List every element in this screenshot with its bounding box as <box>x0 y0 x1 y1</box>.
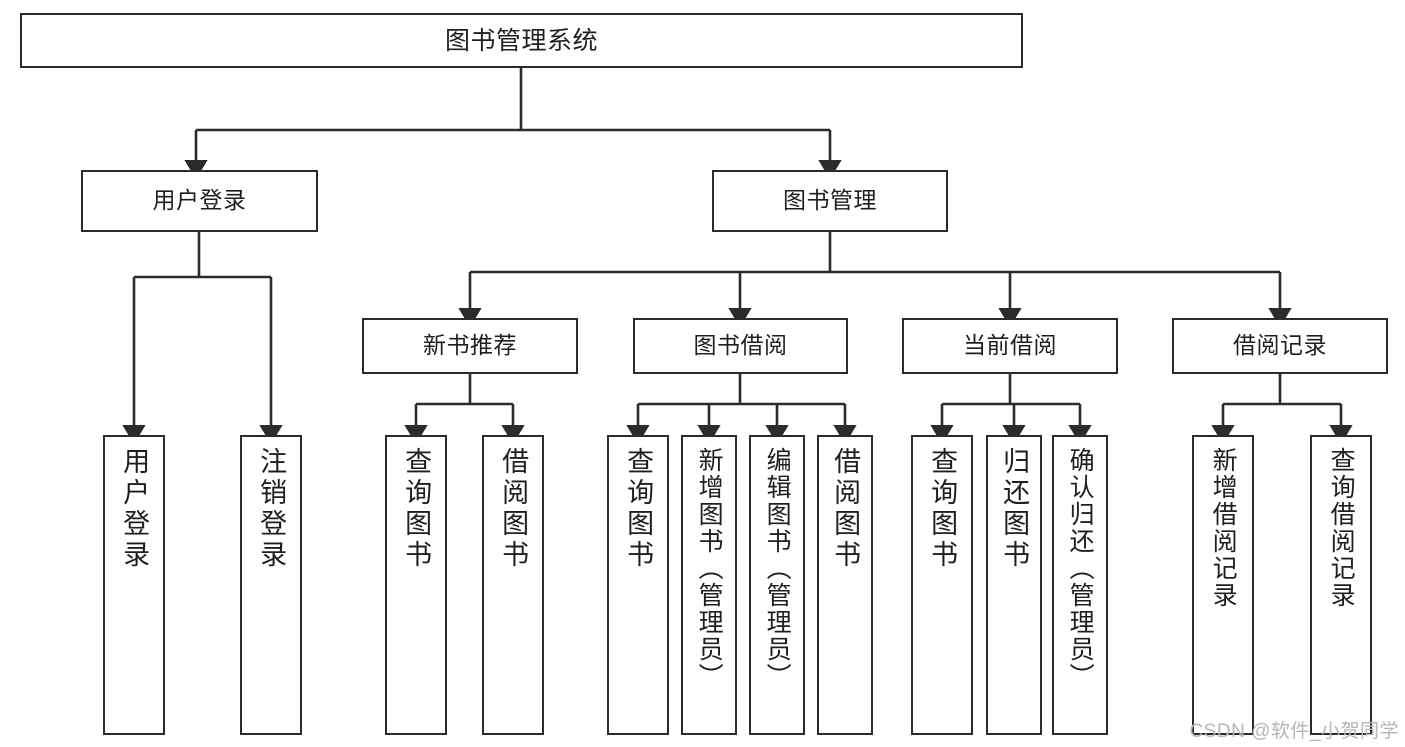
node-label-leaf-add-record: 新增借阅记录 <box>1209 447 1238 609</box>
node-leaf-borrow-book-2[interactable]: 借阅图书 <box>817 435 873 735</box>
node-leaf-query-book-3[interactable]: 查询图书 <box>911 435 973 735</box>
node-label-leaf-query-book-3: 查询图书 <box>927 447 958 571</box>
node-label-book-manage: 图书管理 <box>783 187 877 214</box>
node-leaf-edit-book-admin[interactable]: 编辑图书（管理员） <box>749 435 805 735</box>
node-label-leaf-query-book-1: 查询图书 <box>401 447 432 571</box>
node-label-leaf-confirm-return: 确认归还（管理员） <box>1066 447 1095 690</box>
node-user-login[interactable]: 用户登录 <box>81 170 318 232</box>
node-label-leaf-query-book-2: 查询图书 <box>623 447 654 571</box>
node-label-leaf-borrow-book-2: 借阅图书 <box>830 447 861 571</box>
node-label-user-login: 用户登录 <box>152 187 247 214</box>
node-leaf-user-login[interactable]: 用户登录 <box>103 435 165 735</box>
node-leaf-query-book-1[interactable]: 查询图书 <box>385 435 447 735</box>
node-label-leaf-logout-login: 注销登录 <box>256 447 287 571</box>
node-leaf-confirm-return[interactable]: 确认归还（管理员） <box>1052 435 1108 735</box>
node-root[interactable]: 图书管理系统 <box>20 13 1023 68</box>
node-label-leaf-edit-book-admin: 编辑图书（管理员） <box>763 447 792 690</box>
node-label-book-borrow: 图书借阅 <box>693 332 788 359</box>
node-label-borrow-record: 借阅记录 <box>1233 332 1327 359</box>
node-new-book-recommend[interactable]: 新书推荐 <box>362 318 578 374</box>
csdn-watermark: CSDN @软件_小贺同学 <box>1189 721 1399 742</box>
node-label-current-borrow: 当前借阅 <box>963 332 1057 359</box>
node-leaf-add-record[interactable]: 新增借阅记录 <box>1192 435 1254 735</box>
node-label-new-book-recommend: 新书推荐 <box>423 332 517 359</box>
node-leaf-return-book[interactable]: 归还图书 <box>986 435 1042 735</box>
node-label-root: 图书管理系统 <box>444 26 598 55</box>
node-label-leaf-borrow-book-1: 借阅图书 <box>498 447 529 571</box>
node-leaf-add-book-admin[interactable]: 新增图书（管理员） <box>681 435 737 735</box>
node-current-borrow[interactable]: 当前借阅 <box>902 318 1118 374</box>
node-leaf-query-record[interactable]: 查询借阅记录 <box>1310 435 1372 735</box>
node-label-leaf-return-book: 归还图书 <box>999 447 1030 571</box>
node-label-leaf-add-book-admin: 新增图书（管理员） <box>695 447 724 690</box>
node-label-leaf-user-login: 用户登录 <box>119 447 150 571</box>
node-book-manage[interactable]: 图书管理 <box>712 170 948 232</box>
node-book-borrow[interactable]: 图书借阅 <box>633 318 848 374</box>
node-leaf-borrow-book-1[interactable]: 借阅图书 <box>482 435 544 735</box>
node-borrow-record[interactable]: 借阅记录 <box>1172 318 1388 374</box>
node-label-leaf-query-record: 查询借阅记录 <box>1327 447 1356 609</box>
node-leaf-query-book-2[interactable]: 查询图书 <box>607 435 669 735</box>
node-leaf-logout-login[interactable]: 注销登录 <box>240 435 302 735</box>
